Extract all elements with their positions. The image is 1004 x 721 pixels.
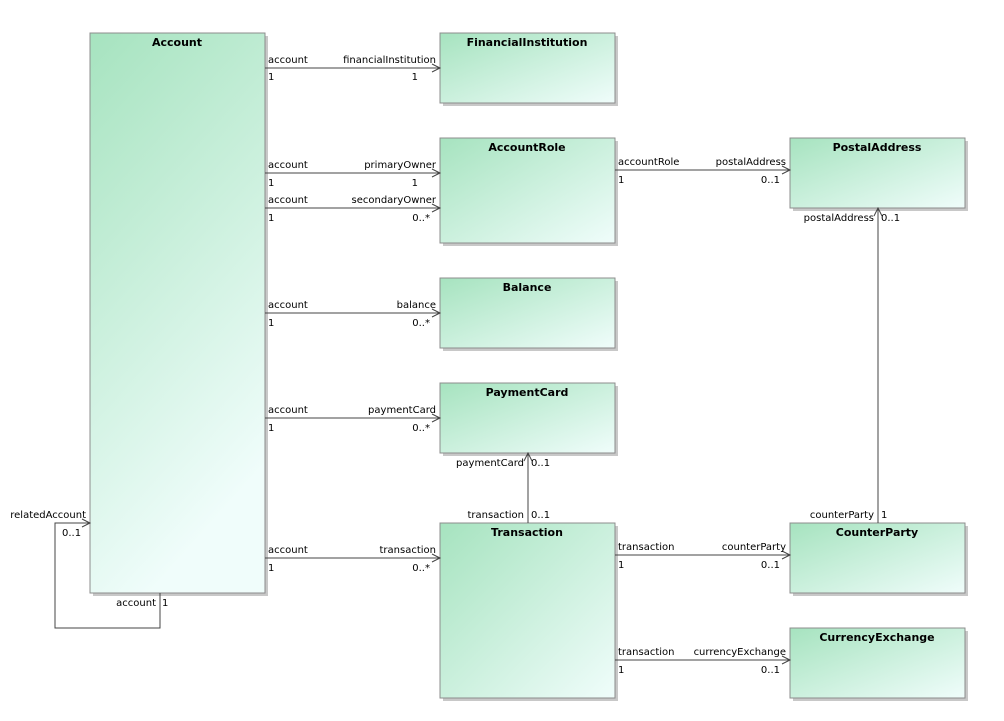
role-label: postalAddress <box>804 213 874 224</box>
role-label: currencyExchange <box>694 647 786 658</box>
multiplicity-label: 1 <box>268 563 274 574</box>
multiplicity-label: 1 <box>268 178 274 189</box>
role-label: transaction <box>618 647 675 658</box>
association-account-primary-owner[interactable]: account 1 primaryOwner 1 <box>265 160 442 189</box>
class-financial-institution[interactable]: FinancialInstitution <box>439 32 618 106</box>
role-label: transaction <box>380 545 437 556</box>
multiplicity-label: 0..* <box>412 213 430 224</box>
role-label: account <box>268 405 308 416</box>
role-label: account <box>268 300 308 311</box>
multiplicity-label: 1 <box>162 598 168 609</box>
class-counter-party[interactable]: CounterParty <box>789 522 968 596</box>
role-label: account <box>116 598 156 609</box>
role-label: account <box>268 195 308 206</box>
class-transaction-name: Transaction <box>491 526 563 539</box>
multiplicity-label: 1 <box>268 423 274 434</box>
class-account-name: Account <box>152 36 202 49</box>
role-label: transaction <box>468 510 525 521</box>
multiplicity-label: 0..1 <box>62 528 81 539</box>
multiplicity-label: 0..* <box>412 563 430 574</box>
association-account-related-account[interactable]: account 1 relatedAccount 0..1 <box>10 510 168 629</box>
association-account-payment-card[interactable]: account 1 paymentCard 0..* <box>265 405 442 434</box>
association-account-transaction[interactable]: account 1 transaction 0..* <box>265 545 442 574</box>
association-transaction-currency-exchange[interactable]: transaction 1 currencyExchange 0..1 <box>615 647 792 676</box>
class-postal-address[interactable]: PostalAddress <box>789 137 968 211</box>
role-label: accountRole <box>618 157 679 168</box>
association-account-balance[interactable]: account 1 balance 0..* <box>265 300 442 329</box>
association-account-role-postal-address[interactable]: accountRole 1 postalAddress 0..1 <box>615 157 792 186</box>
multiplicity-label: 1 <box>268 318 274 329</box>
class-payment-card-name: PaymentCard <box>486 386 569 399</box>
multiplicity-label: 1 <box>412 178 418 189</box>
role-label: paymentCard <box>456 458 524 469</box>
role-label: postalAddress <box>716 157 786 168</box>
multiplicity-label: 0..1 <box>881 213 900 224</box>
class-transaction[interactable]: Transaction <box>439 522 618 701</box>
multiplicity-label: 0..1 <box>531 458 550 469</box>
multiplicity-label: 0..* <box>412 423 430 434</box>
class-postal-address-name: PostalAddress <box>833 141 922 154</box>
class-account-role[interactable]: AccountRole <box>439 137 618 246</box>
association-account-secondary-owner[interactable]: account 1 secondaryOwner 0..* <box>265 195 442 224</box>
role-label: account <box>268 160 308 171</box>
role-label: primaryOwner <box>364 160 437 171</box>
multiplicity-label: 0..* <box>412 318 430 329</box>
association-account-financial-institution[interactable]: account 1 financialInstitution 1 <box>265 55 442 83</box>
role-label: account <box>268 545 308 556</box>
class-currency-exchange-name: CurrencyExchange <box>819 631 934 644</box>
class-balance-name: Balance <box>503 281 552 294</box>
role-label: paymentCard <box>368 405 436 416</box>
class-counter-party-name: CounterParty <box>836 526 918 539</box>
role-label: balance <box>397 300 436 311</box>
class-financial-institution-name: FinancialInstitution <box>467 36 588 49</box>
multiplicity-label: 1 <box>268 213 274 224</box>
multiplicity-label: 1 <box>618 665 624 676</box>
role-label: transaction <box>618 542 675 553</box>
class-account-role-name: AccountRole <box>488 141 565 154</box>
multiplicity-label: 0..1 <box>761 665 780 676</box>
multiplicity-label: 1 <box>268 72 274 83</box>
multiplicity-label: 1 <box>618 175 624 186</box>
association-transaction-payment-card[interactable]: paymentCard 0..1 transaction 0..1 <box>456 451 550 523</box>
role-label: account <box>268 55 308 66</box>
association-transaction-counter-party[interactable]: transaction 1 counterParty 0..1 <box>615 542 792 571</box>
class-account[interactable]: Account <box>89 32 268 596</box>
role-label: relatedAccount <box>10 510 86 521</box>
role-label: counterParty <box>810 510 874 521</box>
class-payment-card[interactable]: PaymentCard <box>439 382 618 456</box>
multiplicity-label: 1 <box>618 560 624 571</box>
association-counter-party-postal-address[interactable]: postalAddress 0..1 counterParty 1 <box>804 206 900 523</box>
multiplicity-label: 0..1 <box>761 175 780 186</box>
multiplicity-label: 1 <box>881 510 887 521</box>
multiplicity-label: 0..1 <box>761 560 780 571</box>
role-label: financialInstitution <box>343 55 436 66</box>
class-balance[interactable]: Balance <box>439 277 618 351</box>
class-currency-exchange[interactable]: CurrencyExchange <box>789 627 968 701</box>
role-label: counterParty <box>722 542 786 553</box>
multiplicity-label: 0..1 <box>531 510 550 521</box>
multiplicity-label: 1 <box>412 72 418 83</box>
role-label: secondaryOwner <box>352 195 437 206</box>
